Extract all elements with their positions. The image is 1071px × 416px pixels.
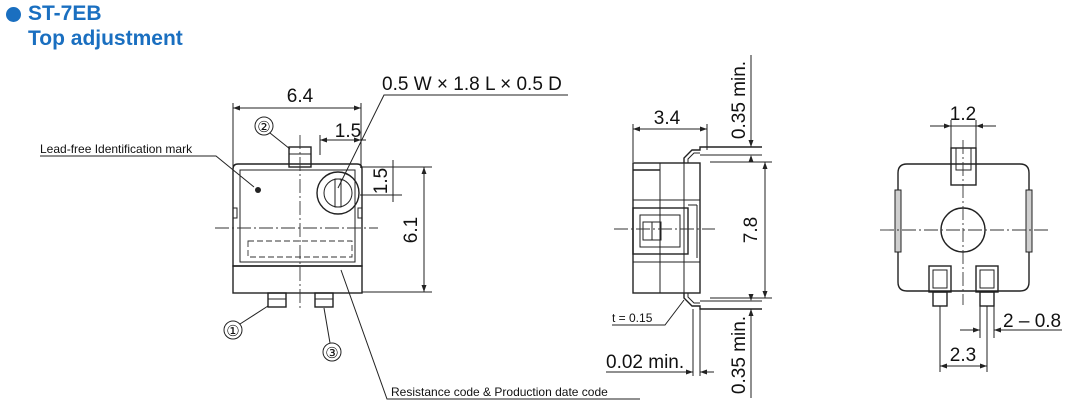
- model-title: ST-7EB: [28, 2, 102, 25]
- side-width-dim-3-4: 3.4: [654, 108, 681, 129]
- side-view: 3.4 0.35 min. 7.8: [606, 55, 772, 398]
- code-marking-area: [247, 240, 353, 258]
- lead-free-label: Lead-free Identification mark: [40, 142, 193, 156]
- bottom-clearance-dim: 0.35 min.: [729, 316, 750, 394]
- terminal-spacing-dim: 2.3: [950, 345, 976, 366]
- back-body: [897, 163, 1030, 292]
- adjustment-rotor: [316, 171, 360, 215]
- terminal-3: [314, 292, 334, 308]
- top-terminal-dim: 1.2: [950, 104, 976, 125]
- terminal-width-dim: 2 – 0.8: [1003, 311, 1061, 332]
- pin-3-label: ③: [325, 345, 338, 362]
- lead-free-mark: [255, 187, 261, 193]
- pin-2-label: ②: [257, 119, 270, 136]
- width-dim-6-4: 6.4: [287, 86, 314, 107]
- top-clearance-dim: 0.35 min.: [729, 61, 750, 139]
- view-subtitle: Top adjustment: [28, 27, 183, 50]
- terminal-1: [267, 292, 287, 308]
- thickness-label: t = 0.15: [612, 311, 653, 325]
- gap-dim: 0.02 min.: [606, 352, 684, 373]
- back-view: 1.2 2 – 0.8 2.3: [880, 104, 1062, 372]
- height-dim-6-1: 6.1: [401, 217, 422, 243]
- pin-1-label: ①: [226, 323, 239, 340]
- side-height-dim-7-8: 7.8: [741, 217, 762, 243]
- header: ST-7EB Top adjustment: [6, 2, 183, 52]
- back-terminal-top: [950, 147, 977, 186]
- slot-height-dim-1-5: 1.5: [371, 168, 392, 194]
- bullet-icon: [6, 6, 21, 22]
- slot-size-note: 0.5 W × 1.8 L × 0.5 D: [382, 74, 562, 95]
- slot-dim-1-5: 1.5: [335, 121, 361, 142]
- front-view: 6.4 0.5 W × 1.8 L × 0.5 D 1.5 1.5 6.1 ②: [40, 74, 640, 400]
- code-label: Resistance code & Production date code: [391, 385, 608, 399]
